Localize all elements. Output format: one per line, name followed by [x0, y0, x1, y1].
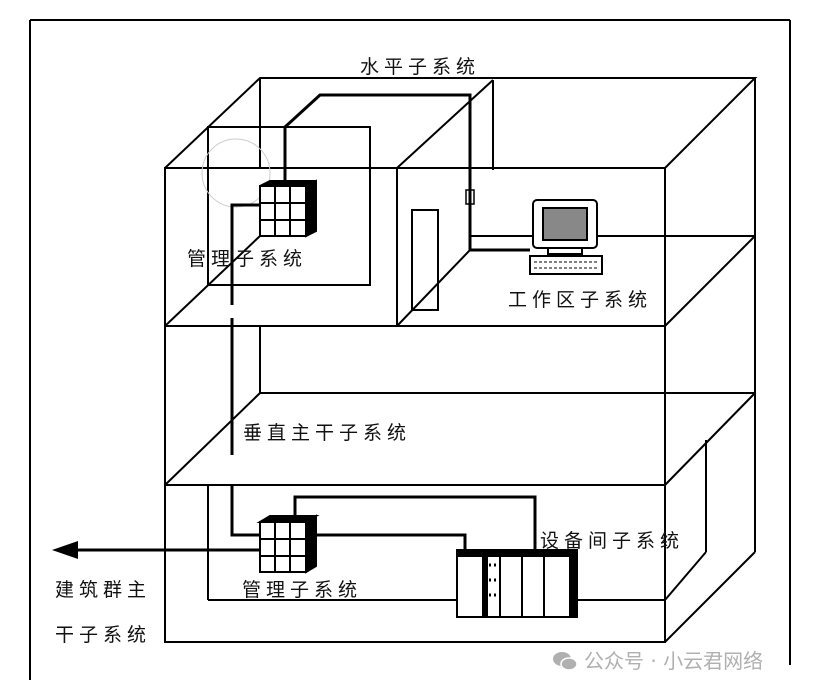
campus-backbone-arrow: [52, 541, 260, 559]
label-admin-subsystem-top: 管理子系统: [187, 248, 308, 270]
label-work-area-subsystem: 工作区子系统: [508, 289, 653, 311]
outer-frame: [29, 19, 791, 680]
label-equipment-room-subsystem: 设备间子系统: [540, 530, 685, 552]
label-admin-subsystem-bottom: 管理子系统: [242, 579, 363, 601]
building-outline: [164, 77, 758, 643]
top-floor-partitions: [201, 79, 494, 327]
label-campus-backbone-line1: 建筑群主: [55, 579, 152, 601]
patch-panel-bottom-icon: [256, 514, 320, 574]
door: [411, 209, 439, 311]
label-vertical-backbone-subsystem: 垂直主干子系统: [243, 422, 412, 444]
watermark-text: 公众号 · 小云君网络: [584, 649, 764, 673]
equipment-racks-icon: [456, 549, 578, 618]
label-campus-backbone-line2: 干子系统: [55, 624, 152, 646]
patch-panel-top-icon: [259, 179, 317, 238]
label-horizontal-subsystem: 水平子系统: [360, 56, 481, 78]
watermark: 公众号 · 小云君网络: [552, 645, 763, 674]
wechat-icon: [553, 652, 578, 671]
computer-icon: [529, 199, 603, 275]
cables: [230, 93, 537, 553]
